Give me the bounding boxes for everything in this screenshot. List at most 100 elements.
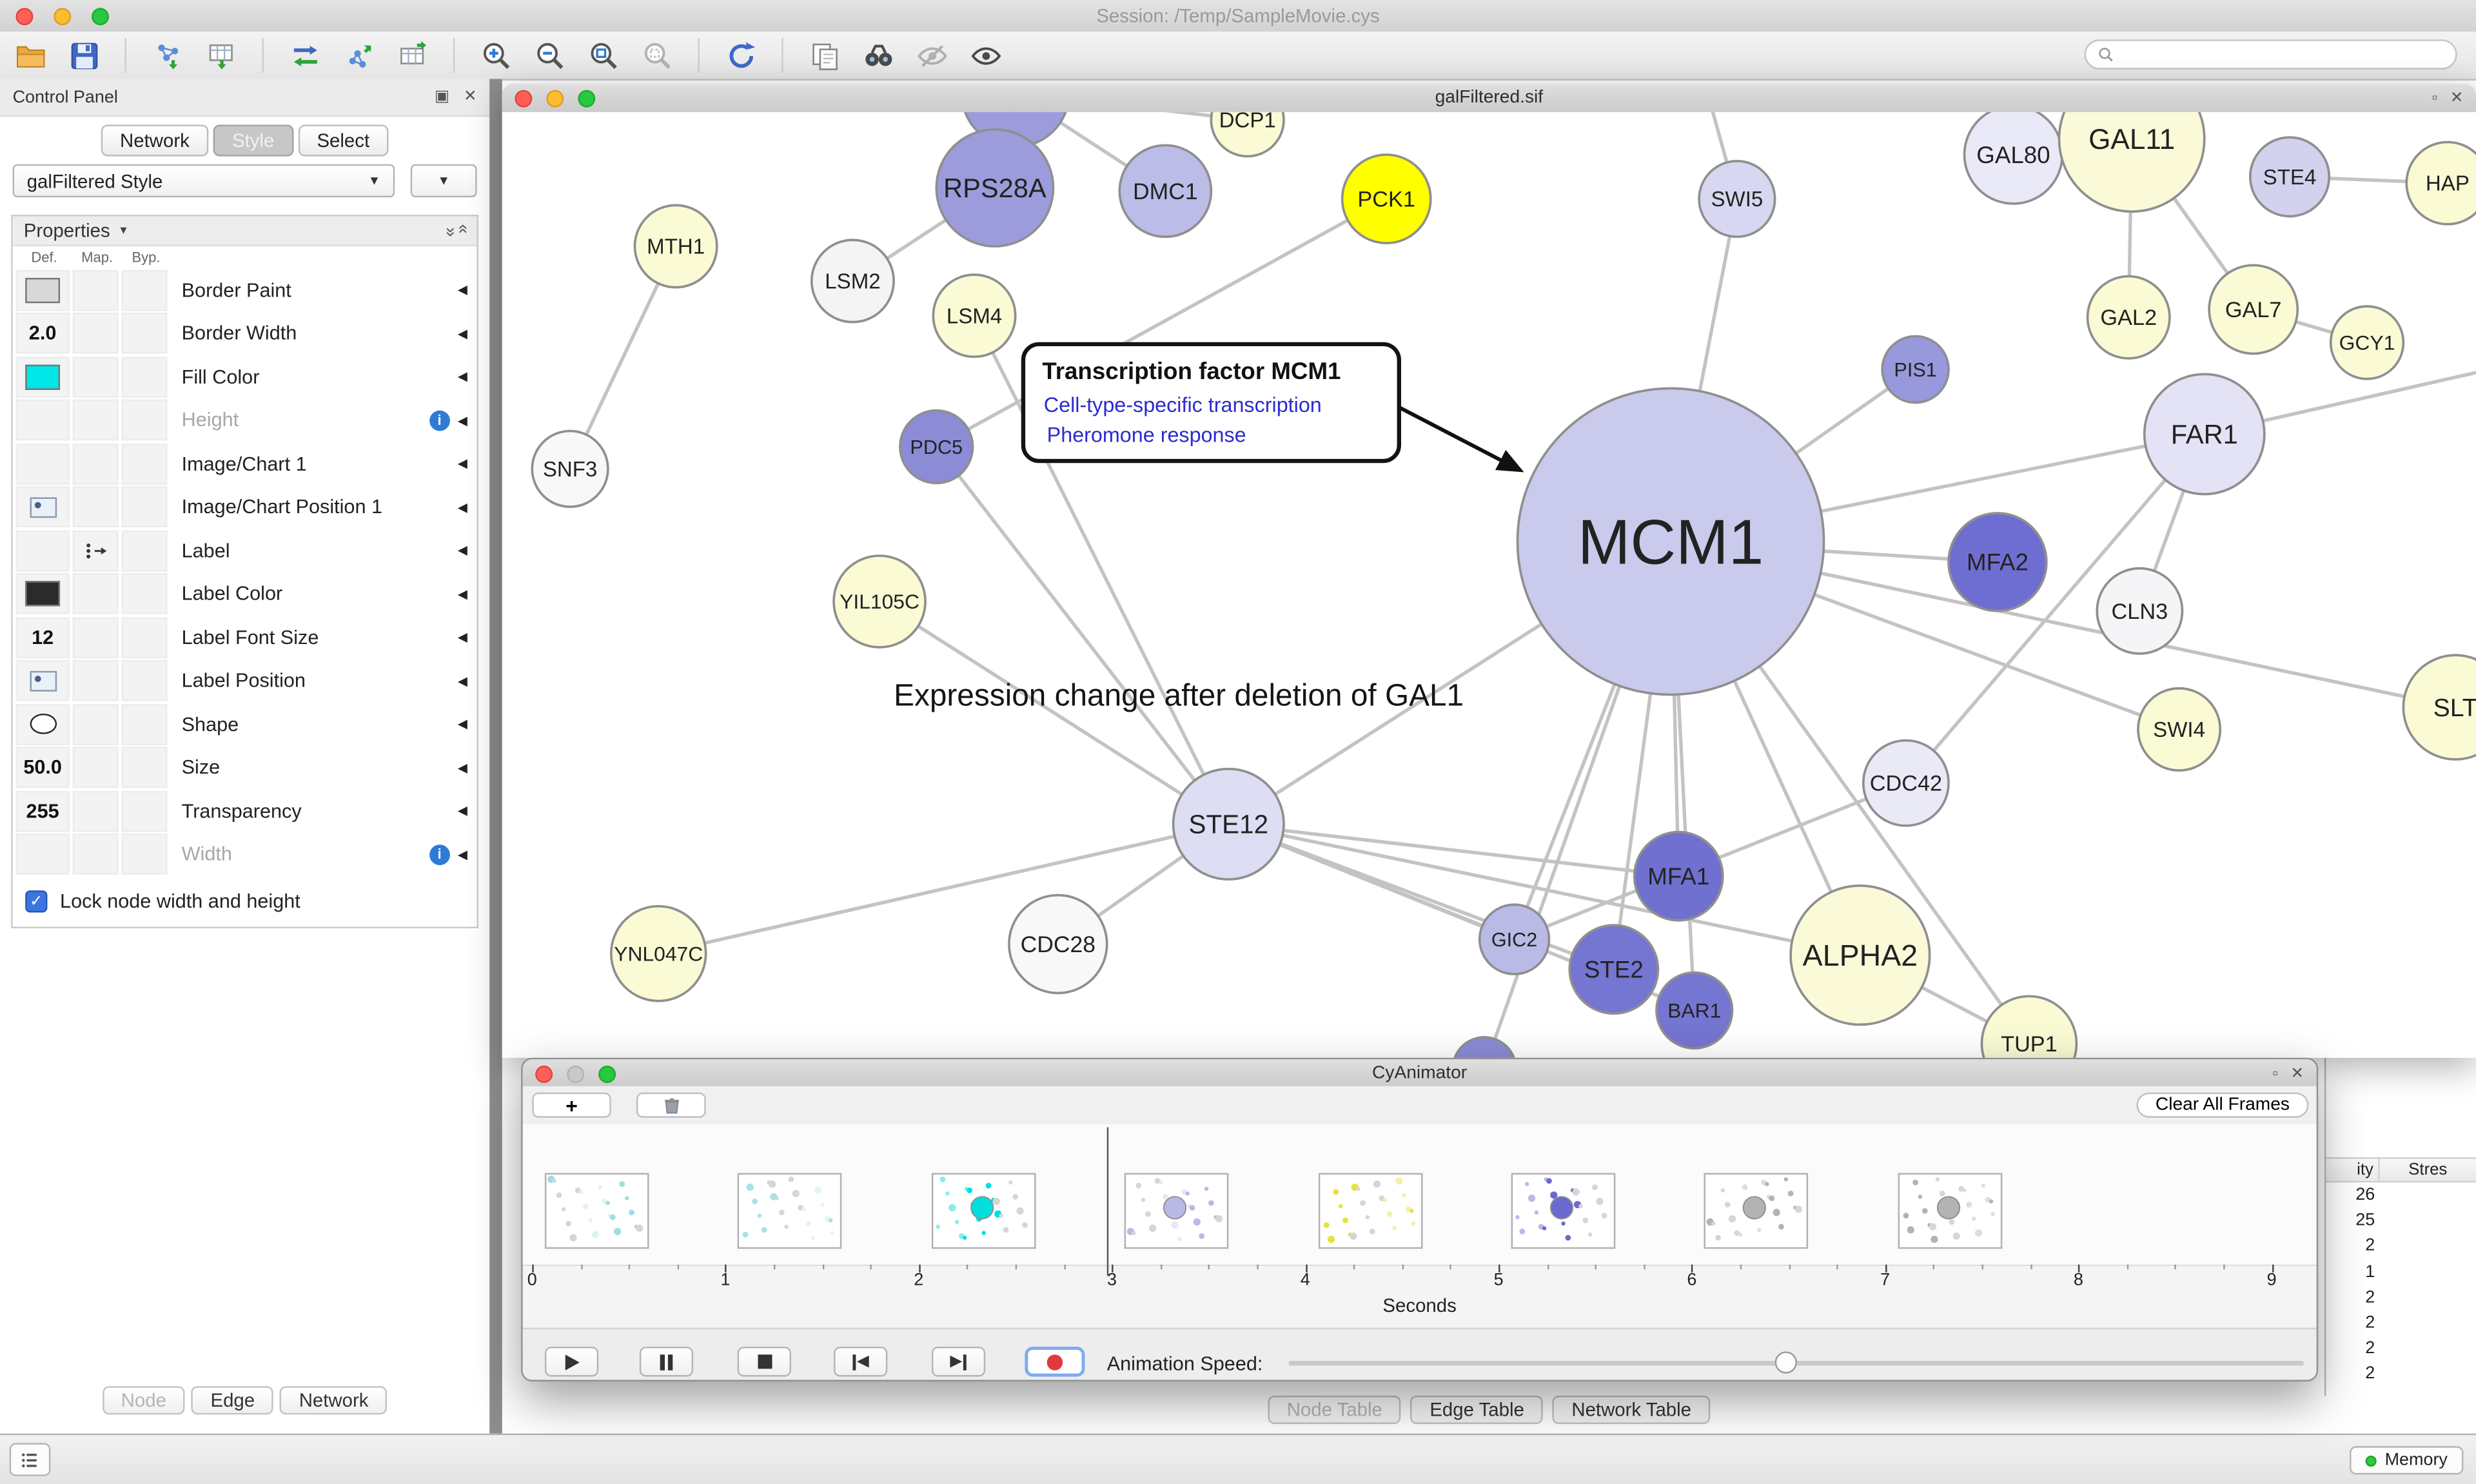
- default-value-cell[interactable]: [15, 356, 70, 398]
- frame-thumbnail-8[interactable]: [1898, 1173, 2002, 1249]
- mapping-cell[interactable]: [72, 486, 119, 528]
- expand-row-icon[interactable]: ◀: [457, 326, 467, 341]
- frame-thumbnail-1[interactable]: [544, 1173, 649, 1249]
- node-pdc5[interactable]: [899, 409, 974, 485]
- property-row-label-color[interactable]: Label Color◀: [13, 572, 477, 616]
- node-ynl047c[interactable]: [609, 904, 707, 1002]
- annotation-link-2[interactable]: Pheromone response: [1047, 424, 1246, 447]
- table-cell[interactable]: 2: [2365, 1365, 2375, 1384]
- node-tup1[interactable]: [1980, 995, 2078, 1058]
- bypass-cell[interactable]: [121, 486, 168, 528]
- label-color-swatch[interactable]: [25, 581, 61, 607]
- mapping-cell[interactable]: [72, 703, 119, 745]
- expand-row-icon[interactable]: ◀: [457, 369, 467, 384]
- table-cell[interactable]: 2: [2365, 1236, 2375, 1256]
- default-value-cell[interactable]: 50.0: [15, 747, 70, 788]
- clear-all-frames-button[interactable]: Clear All Frames: [2136, 1092, 2309, 1118]
- expand-row-icon[interactable]: ◀: [457, 543, 467, 558]
- table-cell[interactable]: 25: [2355, 1211, 2375, 1231]
- delete-frame-button[interactable]: [636, 1092, 706, 1118]
- mapping-cell[interactable]: [72, 400, 119, 441]
- default-value-cell[interactable]: [15, 486, 70, 528]
- refresh-network-icon[interactable]: [723, 38, 758, 73]
- border-paint-swatch[interactable]: [25, 277, 61, 303]
- property-row-image-chart-1[interactable]: Image/Chart 1◀: [13, 442, 477, 485]
- mapping-cell[interactable]: [72, 443, 119, 485]
- node-gal11[interactable]: [2058, 83, 2206, 213]
- default-value-cell[interactable]: [15, 530, 70, 571]
- bypass-cell[interactable]: [121, 703, 168, 745]
- default-value-cell[interactable]: [15, 269, 70, 311]
- node-hap[interactable]: [2405, 141, 2476, 226]
- bypass-cell[interactable]: [121, 660, 168, 701]
- app-minimize-button[interactable]: [54, 7, 72, 24]
- frame-thumbnail-3[interactable]: [931, 1173, 1036, 1249]
- expand-row-icon[interactable]: ◀: [457, 587, 467, 601]
- edge-ste12-lsm4[interactable]: [972, 315, 1230, 825]
- export-network-icon[interactable]: [341, 38, 376, 73]
- property-row-border-paint[interactable]: Border Paint◀: [13, 268, 477, 311]
- import-export-network-icon[interactable]: [288, 38, 322, 73]
- panel-tab-network[interactable]: Network: [280, 1386, 388, 1415]
- expand-row-icon[interactable]: ◀: [457, 282, 467, 298]
- node-gic2[interactable]: [1478, 903, 1551, 975]
- expand-row-icon[interactable]: ◀: [457, 456, 467, 471]
- search-input[interactable]: [2123, 43, 2445, 66]
- info-icon[interactable]: i: [429, 844, 450, 865]
- node-slt[interactable]: [2402, 654, 2476, 761]
- mapping-cell[interactable]: [72, 530, 119, 571]
- table-cell[interactable]: 2: [2365, 1339, 2375, 1358]
- pause-button[interactable]: [639, 1346, 694, 1377]
- info-icon[interactable]: i: [429, 410, 450, 431]
- step-back-button[interactable]: ◀: [834, 1346, 888, 1377]
- default-value-cell[interactable]: [15, 443, 70, 485]
- default-value-cell[interactable]: 255: [15, 790, 70, 832]
- table-cell[interactable]: 1: [2365, 1262, 2375, 1282]
- default-value-cell[interactable]: 12: [15, 616, 70, 658]
- default-value-cell[interactable]: [15, 400, 70, 441]
- step-forward-button[interactable]: ▶: [931, 1346, 986, 1377]
- bypass-cell[interactable]: [121, 834, 168, 875]
- edge-ste12-ynl047c[interactable]: [658, 822, 1229, 955]
- table-tab-network-table[interactable]: Network Table: [1552, 1395, 1711, 1424]
- annotation-link-1[interactable]: Cell-type-specific transcription: [1044, 393, 1322, 416]
- node-rps28a[interactable]: [935, 128, 1055, 248]
- property-row-shape[interactable]: Shape◀: [13, 703, 477, 746]
- animator-close-button[interactable]: [535, 1064, 553, 1082]
- table-tab-edge-table[interactable]: Edge Table: [1410, 1395, 1544, 1424]
- lock-node-size-row[interactable]: ✓ Lock node width and height: [13, 876, 477, 926]
- snapshot-icon[interactable]: [807, 38, 841, 73]
- expand-row-icon[interactable]: ◀: [457, 413, 467, 428]
- close-panel-icon[interactable]: ✕: [464, 88, 477, 106]
- frame-thumbnail-2[interactable]: [738, 1173, 843, 1249]
- edge-ste12-yil105c[interactable]: [878, 600, 1230, 826]
- property-row-label-position[interactable]: Label Position◀: [13, 659, 477, 702]
- window-minimize-button[interactable]: [546, 89, 564, 107]
- import-network-from-file-icon[interactable]: [150, 38, 185, 73]
- edge-ste12-mfa1[interactable]: [1228, 822, 1679, 878]
- mapping-cell[interactable]: [72, 747, 119, 788]
- style-selector[interactable]: galFiltered Style ▼: [12, 164, 395, 198]
- default-value-cell[interactable]: [15, 834, 70, 875]
- node-cln3[interactable]: [2096, 567, 2184, 655]
- float-window-icon[interactable]: ▫: [2432, 89, 2438, 107]
- node-yil105c[interactable]: [832, 554, 927, 649]
- node-dmc1[interactable]: [1118, 144, 1213, 239]
- node-pck1[interactable]: [1341, 153, 1432, 244]
- properties-header[interactable]: Properties ▼ » »: [12, 216, 477, 247]
- edge-ste12-pdc5[interactable]: [935, 445, 1230, 826]
- animator-minimize-button[interactable]: [567, 1064, 585, 1082]
- tab-network[interactable]: Network: [101, 124, 209, 157]
- node-snf3[interactable]: [531, 429, 609, 508]
- zoom-selected-icon[interactable]: [640, 38, 674, 73]
- annotation-callout[interactable]: Transcription factor MCM1Cell-type-speci…: [1021, 342, 1524, 473]
- node-ste2[interactable]: [1568, 924, 1660, 1015]
- table-cell[interactable]: 26: [2355, 1186, 2375, 1205]
- panel-tab-node[interactable]: Node: [102, 1386, 186, 1415]
- node-lsm2[interactable]: [810, 239, 895, 324]
- panel-tab-edge[interactable]: Edge: [192, 1386, 274, 1415]
